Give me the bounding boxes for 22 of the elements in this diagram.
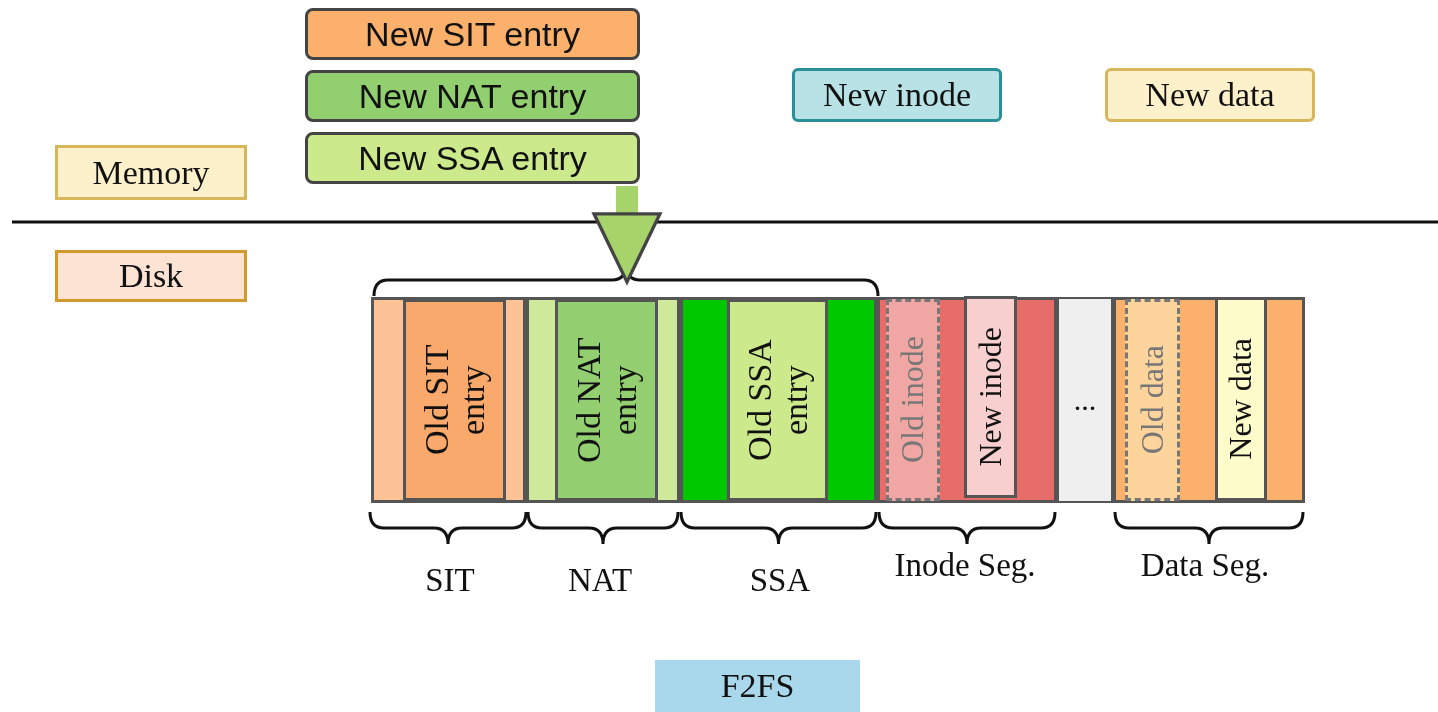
segment-label: Data Seg.: [1139, 546, 1271, 585]
segment-label: NAT: [566, 561, 634, 600]
segment-label: Inode Seg.: [893, 546, 1037, 585]
disk-block: Old data: [1125, 299, 1180, 501]
disk-block: New inode: [964, 296, 1017, 498]
disk-block: New data: [1215, 297, 1267, 501]
memory-block-box: New data: [1105, 68, 1315, 122]
memory-block-box: New inode: [792, 68, 1002, 122]
memory-entry-box: New SSA entry: [305, 132, 640, 184]
region-label-box: Memory: [55, 145, 247, 200]
caption-box: F2FS: [655, 660, 860, 712]
arrow: [592, 186, 662, 284]
memory-entry-box: New SIT entry: [305, 8, 640, 60]
region-label-box: Disk: [55, 250, 247, 302]
gap-block: ...: [1059, 299, 1111, 501]
disk-entry-block: Old NAT entry: [555, 299, 658, 501]
memory-entry-box: New NAT entry: [305, 70, 640, 122]
disk-entry-block: Old SSA entry: [727, 299, 828, 501]
segment-label: SSA: [748, 561, 812, 600]
disk-block: Old inode: [886, 299, 940, 501]
disk-entry-block: Old SIT entry: [403, 299, 506, 501]
segment-label: SIT: [424, 561, 476, 600]
